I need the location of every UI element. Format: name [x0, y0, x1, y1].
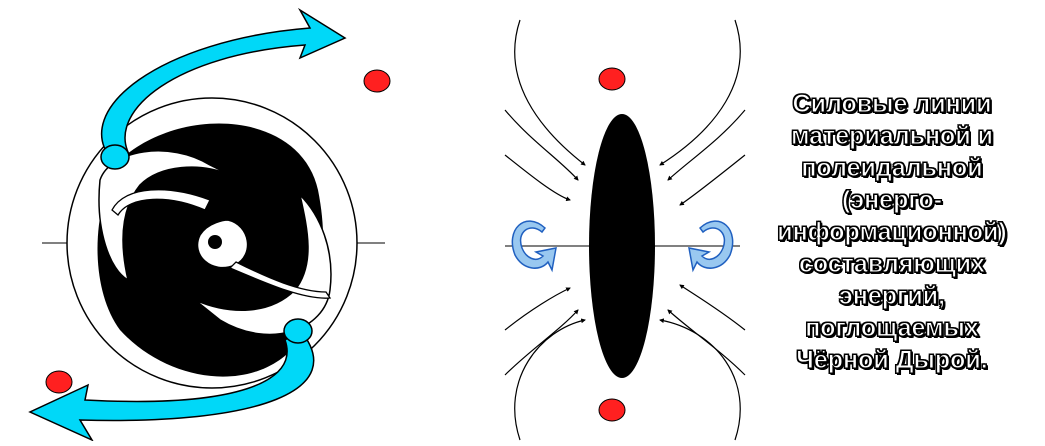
- caption-line: составляющих: [742, 248, 1042, 280]
- force-line: [505, 155, 570, 200]
- force-line: [660, 320, 740, 440]
- caption-line: полеидальной: [742, 152, 1042, 184]
- black-hole-body: [589, 114, 655, 378]
- particle-cyan-lower: [284, 319, 312, 343]
- caption-line: Силовые линии: [742, 88, 1042, 120]
- particle-red-top: [599, 68, 625, 90]
- force-line: [680, 155, 745, 205]
- force-line: [668, 310, 745, 375]
- caption-line: Чёрной Дырой.: [742, 344, 1042, 376]
- force-line: [505, 310, 578, 375]
- force-line: [505, 110, 578, 180]
- spiral-galaxy-view: [30, 10, 390, 440]
- force-line: [505, 288, 570, 330]
- force-line: [680, 285, 745, 330]
- caption-line: материальной и: [742, 120, 1042, 152]
- core: [208, 235, 222, 249]
- force-line: [668, 110, 745, 180]
- caption-line: (энерго-: [742, 184, 1042, 216]
- caption-line: поглощаемых: [742, 312, 1042, 344]
- particle-red-lower: [46, 371, 72, 393]
- force-line: [660, 20, 740, 165]
- force-line: [515, 320, 585, 440]
- particle-red-upper: [364, 70, 390, 92]
- caption-line: информационной): [742, 216, 1042, 248]
- diagram-caption: Силовые линии материальной и полеидально…: [742, 88, 1042, 376]
- black-hole-side-view: [505, 20, 745, 440]
- force-line: [515, 20, 585, 165]
- caption-line: энергий,: [742, 280, 1042, 312]
- particle-cyan-upper: [101, 145, 129, 169]
- particle-red-bottom: [599, 399, 625, 421]
